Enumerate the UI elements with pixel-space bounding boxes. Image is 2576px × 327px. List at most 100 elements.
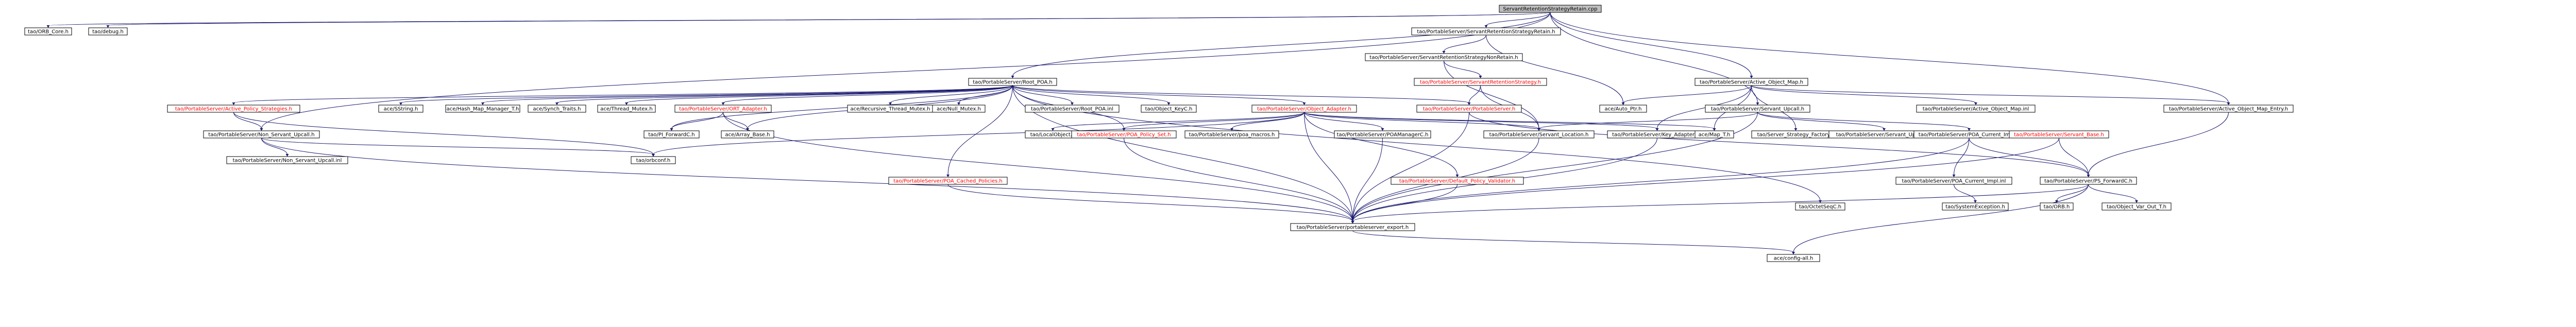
include-node[interactable]: ace/SString.h xyxy=(378,105,423,113)
node-box xyxy=(1391,177,1524,185)
arrowhead-rootpoa-to-objkey xyxy=(1167,102,1171,105)
include-node[interactable]: tao/PortableServer/Servant_Location.h xyxy=(1483,130,1595,139)
edge-pcimplinl-to-sysexc xyxy=(1954,184,1976,201)
node-box xyxy=(1365,53,1523,61)
edge-rootpoa-to-pifwd xyxy=(671,85,1013,129)
include-node[interactable]: tao/ORB.h xyxy=(2040,202,2074,211)
include-node[interactable]: tao/PortableServer/Servant_Upcall.h xyxy=(1705,105,1810,113)
node-label: tao/PortableServer/Servant_Upcall.h xyxy=(1711,107,1804,112)
include-node[interactable]: tao/PortableServer/POA_Current_Impl.h xyxy=(1913,130,2025,139)
include-node[interactable]: tao/PortableServer/ORT_Adapter.h xyxy=(674,105,772,113)
include-node[interactable]: tao/PortableServer/Default_Policy_Valida… xyxy=(1391,177,1524,185)
node-box xyxy=(1251,105,1357,113)
node-box xyxy=(1916,105,2036,113)
arrowhead-su-to-pcimpl xyxy=(1968,128,1971,131)
include-node[interactable]: ace/Thread_Mutex.h xyxy=(597,105,656,113)
include-node[interactable]: tao/debug.h xyxy=(88,27,128,36)
include-node[interactable]: tao/PortableServer/Key_Adapters.h xyxy=(1607,130,1707,139)
edge-nsu-to-psexport xyxy=(261,137,1353,222)
include-node[interactable]: tao/PortableServer/poa_macros.h xyxy=(1184,130,1279,139)
edge-rootpoa-to-pcpol xyxy=(947,85,1013,176)
arrowhead-pcimpl-to-pcimplinl xyxy=(1952,175,1956,177)
edge-poapolicyset-to-psexport xyxy=(1124,137,1353,222)
arrowhead-ssr-to-ssnr xyxy=(1442,51,1446,54)
include-node[interactable]: ace/Synch_Traits.h xyxy=(528,105,586,113)
node-box xyxy=(1141,105,1197,113)
edge-su-to-pcimpl xyxy=(1757,112,1970,129)
include-node[interactable]: tao/PortableServer/PS_ForwardC.h xyxy=(2040,177,2137,185)
include-node[interactable]: tao/PortableServer/POA_Current_Impl.inl xyxy=(1895,177,2012,185)
include-node[interactable]: tao/PortableServer/Active_Policy_Strateg… xyxy=(167,105,300,113)
node-label: ServantRetentionStrategyRetain.cpp xyxy=(1503,7,1597,12)
edge-aps-to-nsu xyxy=(233,112,262,129)
include-node[interactable]: tao/PortableServer/Object_Adapter.h xyxy=(1251,105,1357,113)
node-box xyxy=(1599,105,1647,113)
arrowhead-rootpoa-to-aps xyxy=(232,102,235,105)
include-node[interactable]: ace/Array_Base.h xyxy=(721,130,774,139)
node-box xyxy=(378,105,423,113)
edge-aps-to-orbconf xyxy=(233,112,654,155)
include-node[interactable]: tao/PortableServer/POAManagerC.h xyxy=(1334,130,1431,139)
include-node[interactable]: tao/PortableServer/Active_Object_Map.h xyxy=(1694,78,1808,86)
include-node[interactable]: tao/Server_Strategy_Factory.h xyxy=(1751,130,1840,139)
node-box xyxy=(674,105,772,113)
include-node[interactable]: tao/PortableServer/ServantRetentionStrat… xyxy=(1414,78,1547,86)
node-box xyxy=(1483,130,1595,139)
edge-root-to-rootpoa xyxy=(1012,12,1551,77)
edge-rootpoa-to-ortadapter xyxy=(723,85,1013,104)
include-node[interactable]: tao/PortableServer/Non_Servant_Upcall.in… xyxy=(226,156,348,164)
include-node[interactable]: ace/Recursive_Thread_Mutex.h xyxy=(847,105,934,113)
arrowhead-root-to-ssr xyxy=(1484,25,1488,28)
arrowhead-rootpoa-to-hmm xyxy=(481,102,484,105)
include-node[interactable]: ace/Auto_Ptr.h xyxy=(1599,105,1647,113)
node-layer: ServantRetentionStrategyRetain.cpp tao/OR… xyxy=(24,5,2294,262)
edge-aom-to-autoptr xyxy=(1623,85,1752,104)
include-node[interactable]: ace/Hash_Map_Manager_T.h xyxy=(445,105,520,113)
include-node[interactable]: tao/PortableServer/PortableServer.h xyxy=(1416,105,1522,113)
node-label: tao/ORB.h xyxy=(2044,204,2070,210)
edge-root-to-debug xyxy=(108,12,1551,26)
include-node[interactable]: tao/SystemException.h xyxy=(1942,202,2009,211)
edge-sbase-to-psfwd xyxy=(2059,137,2089,176)
include-node[interactable]: tao/PortableServer/Root_POA.h xyxy=(968,78,1057,86)
edge-aomentry-to-psfwd xyxy=(2088,112,2229,176)
include-node[interactable]: tao/Object_KeyC.h xyxy=(1141,105,1197,113)
arrowhead-oa-to-acemap xyxy=(1713,128,1716,131)
include-node[interactable]: tao/PortableServer/POA_Cached_Policies.h xyxy=(888,177,1008,185)
include-node[interactable]: tao/PI_ForwardC.h xyxy=(643,130,700,139)
node-box xyxy=(1411,27,1561,36)
node-box xyxy=(1416,105,1522,113)
include-node[interactable]: tao/PortableServer/Non_Servant_Upcall.h xyxy=(203,130,320,139)
include-node[interactable]: tao/PortableServer/Servant_Base.h xyxy=(2009,130,2109,139)
include-node[interactable]: tao/PortableServer/Active_Object_Map.inl xyxy=(1916,105,2036,113)
node-label: tao/PortableServer/PortableServer.h xyxy=(1423,107,1516,112)
include-node[interactable]: ace/config-all.h xyxy=(1767,254,1820,262)
arrowhead-rootpoa-to-rootpoainl xyxy=(1071,102,1074,105)
arrowhead-oa-to-psmutex xyxy=(1230,128,1233,131)
include-node[interactable]: tao/PortableServer/ServantRetentionStrat… xyxy=(1411,27,1561,36)
edge-rootpoa-to-pserver xyxy=(1012,85,1469,104)
include-node[interactable]: tao/orbconf.h xyxy=(631,156,676,164)
include-node[interactable]: tao/Object_Var_Out_T.h xyxy=(2102,202,2172,211)
node-box xyxy=(1895,177,2012,185)
include-node[interactable]: tao/PortableServer/portableserver_export… xyxy=(1290,223,1415,231)
node-label: tao/Server_Strategy_Factory.h xyxy=(1757,132,1835,138)
edge-ssr-to-autoptr xyxy=(1486,35,1623,104)
edge-pcimpl-to-psfwd xyxy=(1969,137,2089,176)
edge-pcpol-to-psexport xyxy=(947,184,1353,222)
edge-oa-to-orbconf xyxy=(653,112,1304,155)
include-node[interactable]: tao/PortableServer/Root_POA.inl xyxy=(1025,105,1120,113)
node-label: tao/SystemException.h xyxy=(1945,204,2005,210)
node-box xyxy=(203,130,320,139)
include-node[interactable]: ace/Map_T.h xyxy=(1694,130,1734,139)
edge-rootpoa-to-oa xyxy=(1012,85,1304,104)
include-node[interactable]: tao/PortableServer/Active_Object_Map_Ent… xyxy=(2163,105,2294,113)
arrowhead-psfwd-to-objvarout xyxy=(2135,200,2138,203)
arrowhead-aom-to-aominl xyxy=(1974,102,1977,105)
include-node[interactable]: tao/PortableServer/POA_Policy_Set.h xyxy=(1071,130,1177,139)
node-label: ace/Map_T.h xyxy=(1699,132,1731,138)
include-node[interactable]: ace/Null_Mutex.h xyxy=(932,105,986,113)
include-node[interactable]: tao/ORB_Core.h xyxy=(24,27,72,36)
include-node[interactable]: tao/PortableServer/ServantRetentionStrat… xyxy=(1365,53,1523,61)
include-node[interactable]: tao/OctetSeqC.h xyxy=(1795,202,1845,211)
